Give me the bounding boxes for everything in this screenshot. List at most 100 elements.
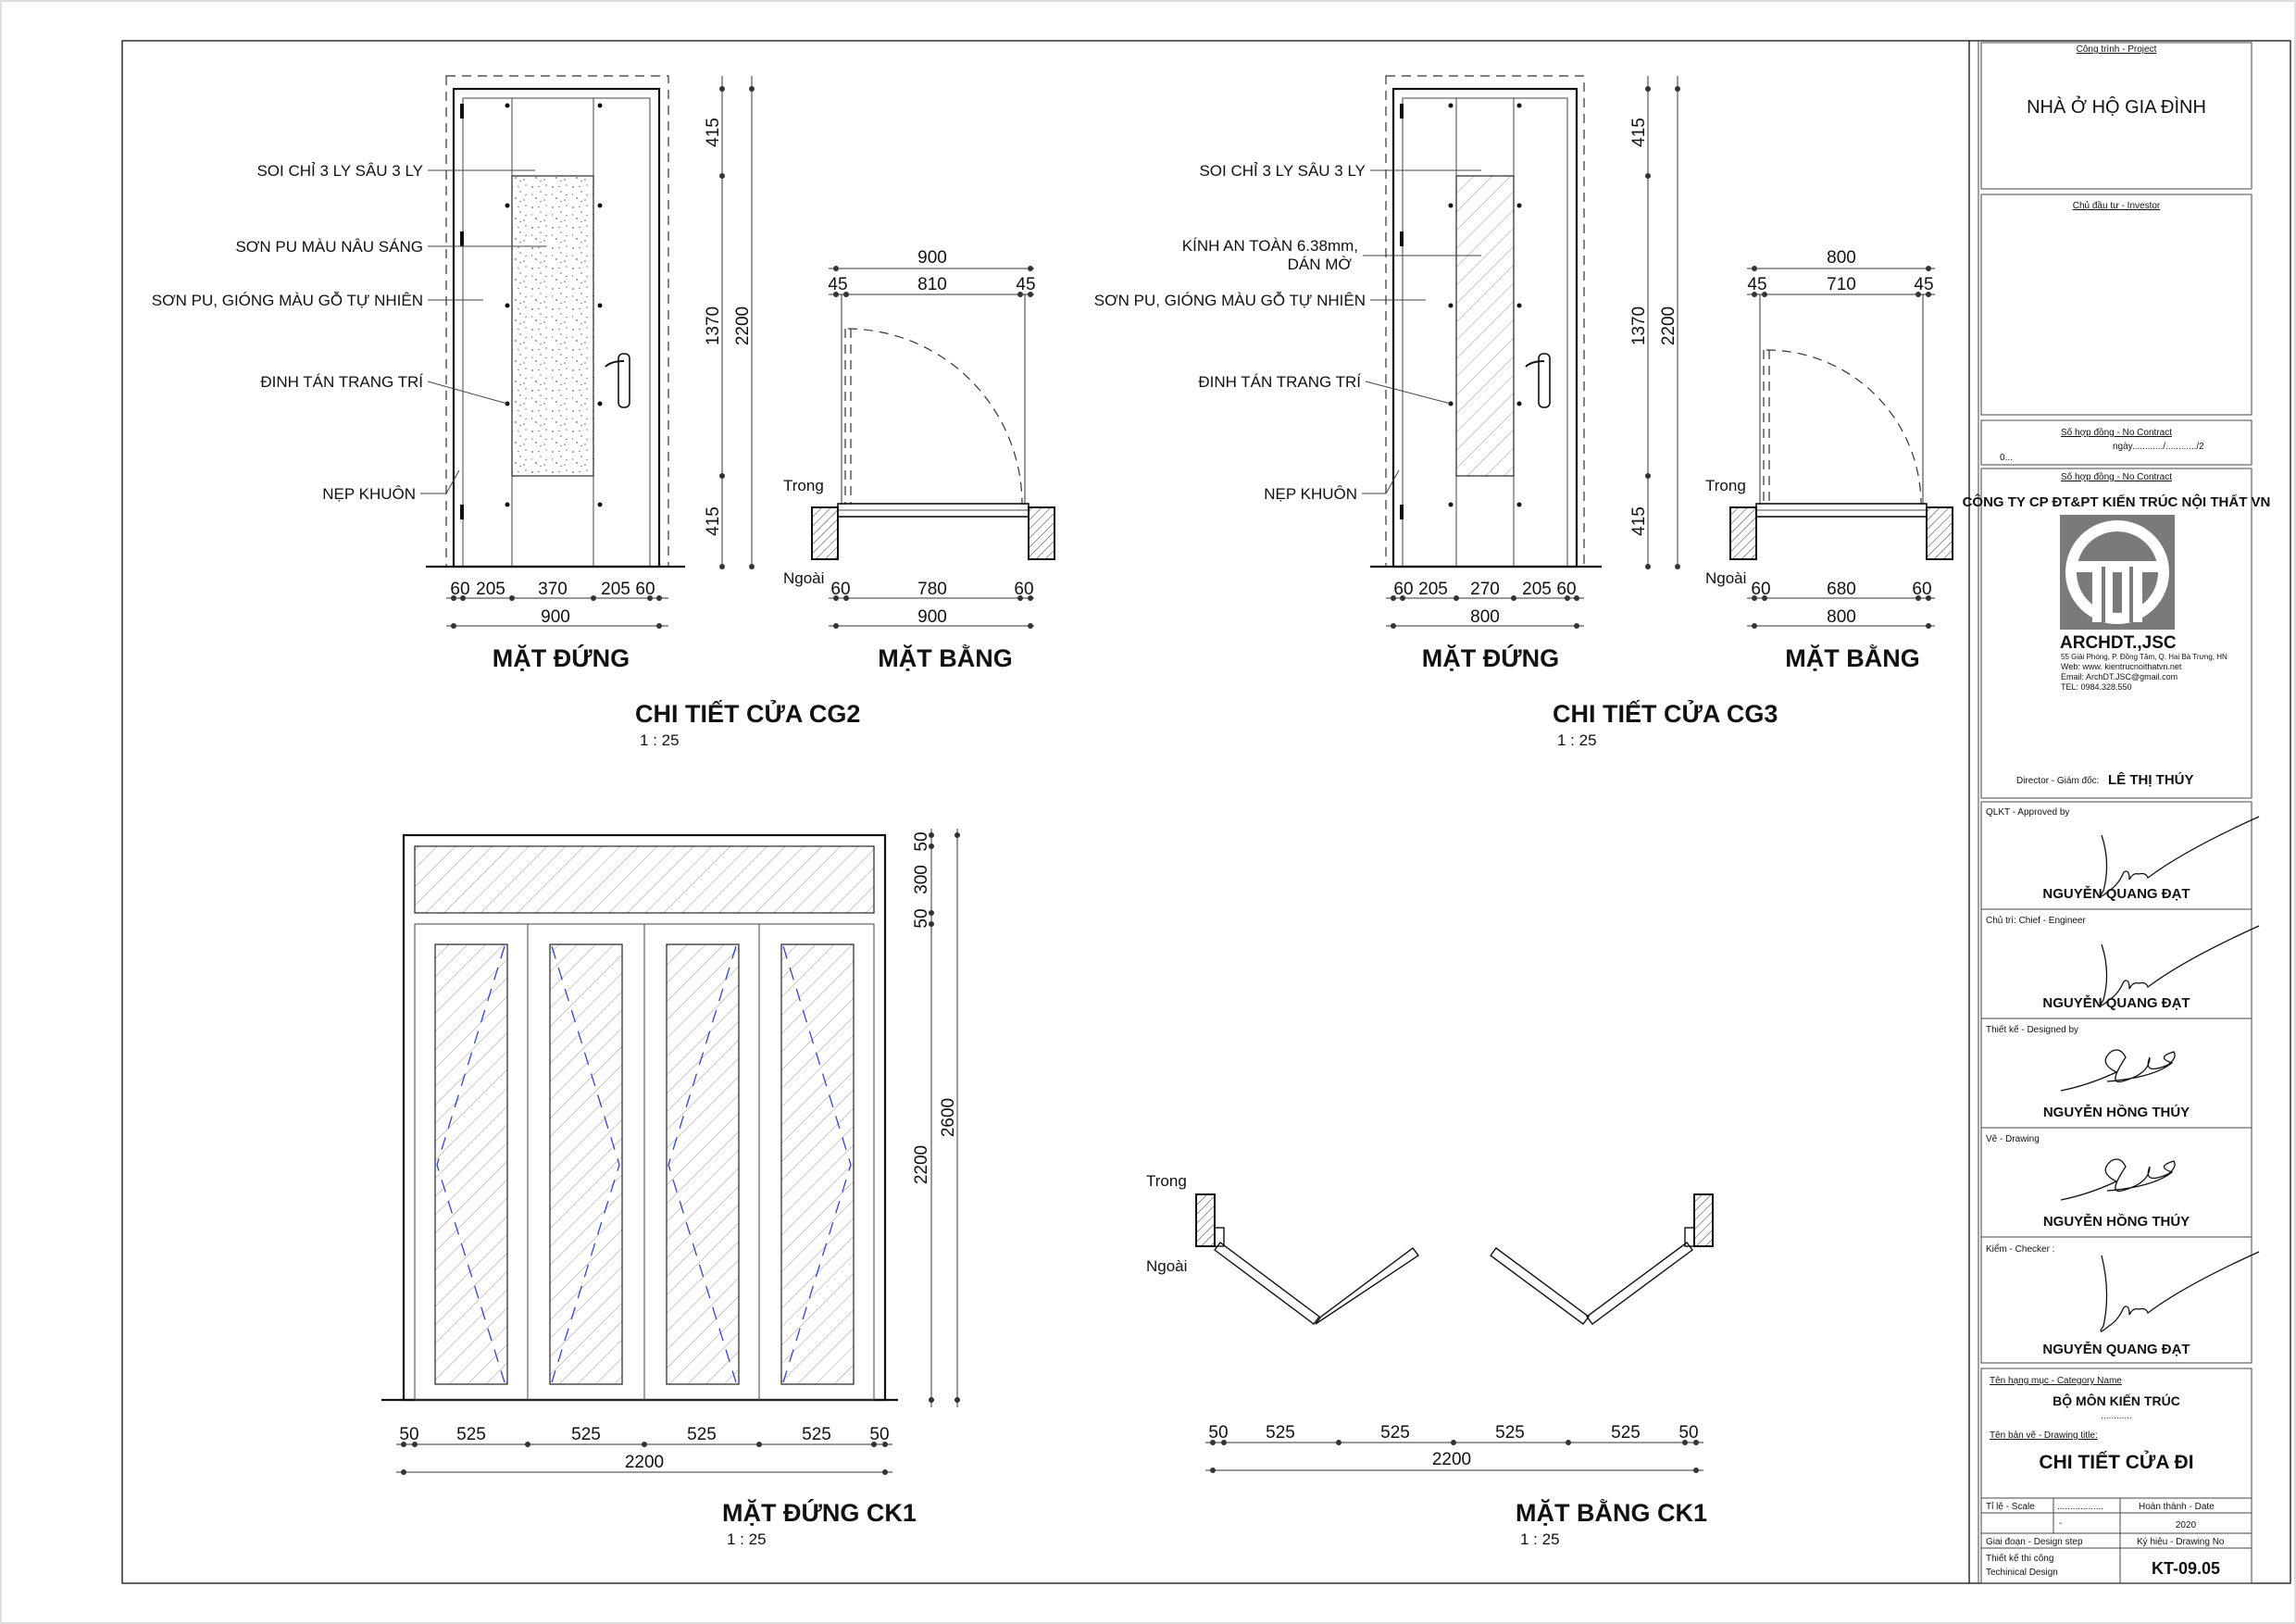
tb-category-label: Tên hạng mục - Category Name xyxy=(1990,1376,2122,1386)
tb-checker-label: Kiểm - Checker : xyxy=(1986,1243,2054,1255)
cg2-plan: 900 45 810 45 Trong Ngoài 60 780 60 900 … xyxy=(783,248,1055,672)
ck1-plan-b3: 525 xyxy=(1380,1423,1410,1443)
tb-approved: NGUYỄN QUANG ĐẠT xyxy=(2042,886,2190,902)
ck1-dim-50-mid: 50 xyxy=(912,908,931,928)
ck1-elev-b4: 525 xyxy=(687,1425,717,1444)
tb-contract-zero: 0... xyxy=(2000,453,2013,463)
tb-step-value: Thiết kế thi công xyxy=(1986,1553,2053,1564)
ck1-dim-2600: 2600 xyxy=(939,1098,958,1137)
cg2-plan-top-2: 810 xyxy=(917,275,947,294)
cg2-annotation-3: SƠN PU, GIÓNG MÀU GỖ TỰ NHIÊN xyxy=(152,292,423,309)
tb-tel: TEL: 0984.328.550 xyxy=(2061,682,2132,692)
cg2-speckle-panel xyxy=(511,175,594,477)
cg2-title: CHI TIẾT CỬA CG2 xyxy=(635,698,860,728)
cg2-elev-label: MẶT ĐỨNG xyxy=(493,643,630,672)
cg2-plan-top-1: 45 xyxy=(828,275,847,294)
tb-drawing-title-label: Tên bản vẽ - Drawing title: xyxy=(1990,1430,2098,1441)
cg3-title: CHI TIẾT CỬA CG3 xyxy=(1553,698,1778,728)
tb-scale-dots: .................. xyxy=(2057,1502,2103,1512)
cg3-dim-2200: 2200 xyxy=(1659,306,1678,345)
cg3-annotation-4: SƠN PU, GIÓNG MÀU GỖ TỰ NHIÊN xyxy=(1094,292,1366,309)
cg2-plan-top-3: 45 xyxy=(1016,275,1035,294)
tb-contract-label-2: Số hợp đồng - No Contract xyxy=(2061,471,2172,482)
ck1-plan-b5: 525 xyxy=(1611,1423,1641,1443)
tb-drawing-label: Vẽ - Drawing xyxy=(1986,1134,2040,1144)
cg2-side-dimensions: 415 1370 415 2200 xyxy=(704,76,755,569)
cg3-dim-b1: 60 xyxy=(1393,580,1413,599)
tb-drawing-no-label: Ký hiệu - Drawing No xyxy=(2137,1537,2225,1547)
cg2-plan-label: MẶT BẰNG xyxy=(878,643,1012,672)
cg2-plan-out: Ngoài xyxy=(783,569,824,587)
cg2-plan-top-total: 900 xyxy=(917,248,947,268)
cg3-plan-top-3: 45 xyxy=(1914,275,1933,294)
ck1-glass-3 xyxy=(666,943,740,1385)
tb-step-value-2: Techinical Design xyxy=(1986,1568,2058,1578)
ck1-elev-b2: 525 xyxy=(456,1425,486,1444)
cg3-annotation-1: SOI CHỈ 3 LY SÂU 3 LY xyxy=(1199,162,1366,180)
tb-date-label: Hoàn thành - Date xyxy=(2139,1502,2215,1512)
ck1-glass-4 xyxy=(780,943,855,1385)
cg3-annotation-6: NẸP KHUÔN xyxy=(1264,485,1357,503)
tb-email: Email: ArchDT.JSC@gmail.com xyxy=(2061,672,2177,681)
tb-scale-dash: - xyxy=(2059,1518,2062,1529)
tb-chief-label: Chủ trì: Chief - Engineer xyxy=(1986,915,2086,926)
ck1-elevation xyxy=(381,833,898,1402)
cg3-glass-panel xyxy=(1455,175,1515,477)
cg2-elevation xyxy=(426,75,685,568)
cg2-dim-b2: 205 xyxy=(476,580,505,599)
cg3-plan-out: Ngoài xyxy=(1705,569,1746,587)
cg3-side-dimensions: 415 1370 415 2200 xyxy=(1629,76,1680,569)
tb-director-label: Director - Giám đốc: xyxy=(2016,775,2099,786)
ck1-dim-2200-side: 2200 xyxy=(912,1145,931,1184)
cg2-dim-b5: 60 xyxy=(635,580,655,599)
cg3-plan-in: Trong xyxy=(1705,477,1746,494)
cg2-plan-total: 900 xyxy=(917,607,947,627)
cg2-plan-in: Trong xyxy=(783,477,824,494)
tb-category: BỘ MÔN KIẾN TRÚC xyxy=(2053,1393,2180,1408)
tb-designed: NGUYỄN HỒNG THÚY xyxy=(2043,1104,2190,1120)
tb-designed-label: Thiết kế - Designed by xyxy=(1986,1024,2078,1035)
tb-investor-label: Chủ đầu tư - Investor xyxy=(2073,200,2161,211)
tb-director: LÊ THỊ THÚY xyxy=(2108,771,2194,788)
tb-approved-label: QLKT - Approved by xyxy=(1986,807,2069,818)
cg3-dim-b4: 205 xyxy=(1522,580,1552,599)
cg3-plan: 800 45 710 45 Trong Ngoài 60 680 60 800 … xyxy=(1705,248,1953,672)
cg3-plan-top-2: 710 xyxy=(1827,275,1856,294)
ck1-dim-300: 300 xyxy=(912,865,931,894)
tb-project-label: Công trình - Project xyxy=(2077,44,2157,55)
cg3-annotation-3: DÁN MỜ xyxy=(1288,256,1353,273)
cg3-plan-top-1: 45 xyxy=(1747,275,1766,294)
cg3-dim-b2: 205 xyxy=(1418,580,1448,599)
cg3-plan-b1: 60 xyxy=(1751,580,1770,599)
tb-drawing-no: KT-09.05 xyxy=(2152,1559,2220,1578)
ck1-plan-b2: 525 xyxy=(1266,1423,1295,1443)
cg3-elevation xyxy=(1370,75,1602,568)
cg3-dim-415-bottom: 415 xyxy=(1629,506,1649,536)
cg3-annotation-5: ĐINH TÁN TRANG TRÍ xyxy=(1198,373,1361,391)
cg2-dim-415-bottom: 415 xyxy=(704,506,723,536)
ck1-elev-b5: 525 xyxy=(802,1425,831,1444)
ck1-plan-scale: 1 : 25 xyxy=(1520,1530,1560,1548)
ck1-dim-50-top: 50 xyxy=(912,831,931,851)
cg2-annotation-4: ĐINH TÁN TRANG TRÍ xyxy=(260,373,423,391)
tb-drawing: NGUYỄN HỒNG THÚY xyxy=(2043,1213,2190,1230)
cg3-plan-top-total: 800 xyxy=(1827,248,1856,268)
ck1-plan: Trong Ngoài xyxy=(1146,1172,1714,1325)
tb-addr: 55 Giải Phóng, P. Đồng Tâm, Q. Hai Bà Tr… xyxy=(2061,653,2227,661)
cg2-dim-b1: 60 xyxy=(450,580,469,599)
cg2-dim-2200: 2200 xyxy=(733,306,753,345)
cg2-wall-right xyxy=(1028,506,1055,560)
ck1-elev-total: 2200 xyxy=(625,1453,664,1472)
ck1-elev-side-dims: 50 300 50 2200 2600 xyxy=(912,829,960,1407)
cg3-dim-1370: 1370 xyxy=(1629,306,1649,345)
ck1-elev-bottom-dims: 50 525 525 525 525 50 2200 xyxy=(396,1425,892,1475)
cg2-dim-total: 900 xyxy=(541,607,570,627)
cg3-wall-left xyxy=(1729,506,1757,560)
cg2-bottom-dimensions: 60 205 370 205 60 900 MẶT ĐỨNG xyxy=(446,580,668,672)
cg3-scale: 1 : 25 xyxy=(1557,731,1597,749)
cg2-plan-b1: 60 xyxy=(830,580,850,599)
tb-company: CÔNG TY CP ĐT&PT KIẾN TRÚC NỘI THẤT VN xyxy=(1963,493,2271,510)
cg2-dim-b4: 205 xyxy=(601,580,630,599)
ck1-plan-in: Trong xyxy=(1146,1172,1187,1190)
